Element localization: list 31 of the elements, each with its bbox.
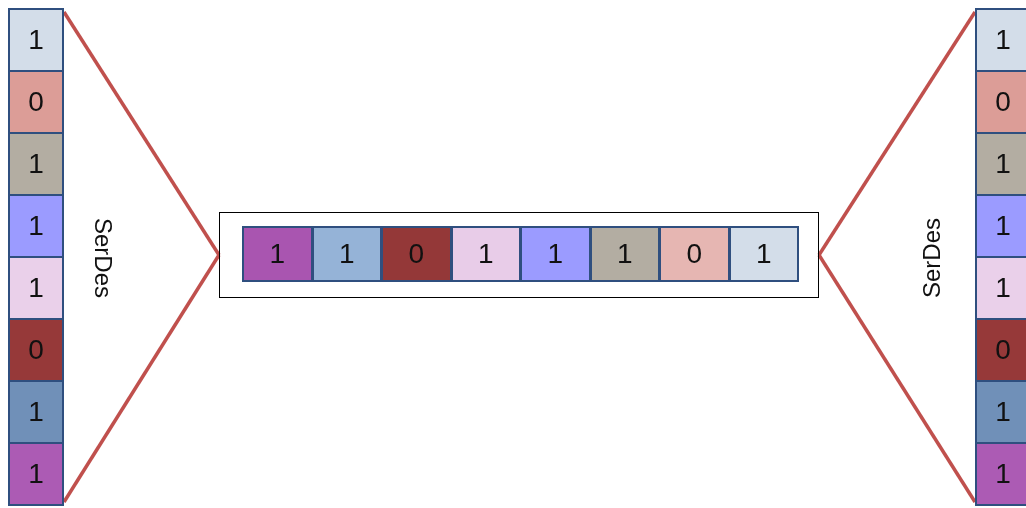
bit-cell: 1 — [728, 226, 799, 282]
bit-cell: 0 — [659, 226, 730, 282]
serial-frame — [219, 212, 819, 298]
bit-cell: 1 — [8, 132, 64, 196]
bit-cell: 0 — [381, 226, 452, 282]
bit-cell: 1 — [975, 8, 1026, 72]
parallel-register — [975, 8, 1026, 506]
connector-line — [817, 11, 977, 256]
bit-cell: 1 — [8, 8, 64, 72]
bit-cell: 1 — [8, 194, 64, 258]
bit-cell: 1 — [311, 226, 382, 282]
parallel-register — [8, 8, 64, 506]
bit-cell: 0 — [975, 70, 1026, 134]
bit-cell: 0 — [8, 70, 64, 134]
bit-cell: 1 — [975, 256, 1026, 320]
bit-cell: 1 — [589, 226, 660, 282]
bit-cell: 1 — [8, 256, 64, 320]
bit-cell: 1 — [975, 132, 1026, 196]
bit-cell: 1 — [8, 380, 64, 444]
bit-cell: 1 — [975, 194, 1026, 258]
connector-line — [817, 254, 977, 503]
side-label: SerDes — [918, 218, 946, 298]
bit-cell: 1 — [8, 442, 64, 506]
bit-cell: 0 — [975, 318, 1026, 382]
bit-cell: 1 — [242, 226, 313, 282]
bit-cell: 1 — [975, 442, 1026, 506]
bit-cell: 1 — [450, 226, 521, 282]
side-label: SerDes — [89, 218, 117, 298]
bit-cell: 1 — [975, 380, 1026, 444]
bit-cell: 0 — [8, 318, 64, 382]
bit-cell: 1 — [520, 226, 591, 282]
